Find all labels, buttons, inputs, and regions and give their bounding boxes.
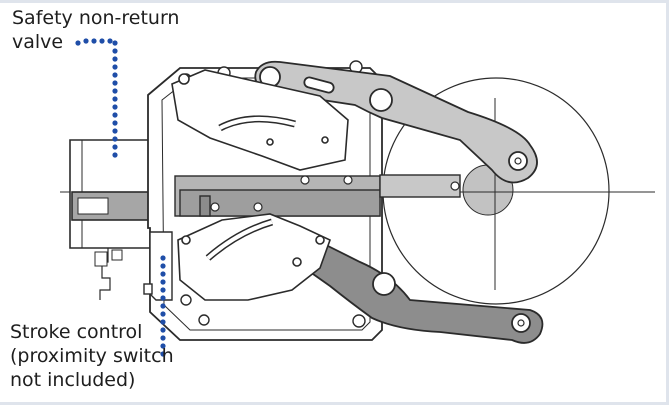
rod-pins bbox=[210, 175, 460, 212]
leader-line-valve bbox=[75, 38, 118, 158]
stroke-control-label-line-2: (proximity switch bbox=[10, 345, 174, 367]
stroke-control-label-line-1: Stroke control bbox=[10, 321, 143, 343]
safety-valve-label-line-1: Safety non-return bbox=[12, 7, 180, 29]
upper-jaw-arm bbox=[254, 60, 538, 184]
safety-valve-label: Safety non-return valve bbox=[12, 6, 179, 54]
stroke-control-label: Stroke control (proximity switch not inc… bbox=[10, 320, 174, 392]
safety-valve-label-line-2: valve bbox=[12, 31, 64, 53]
lower-lever-plate bbox=[177, 213, 331, 301]
stroke-control-label-line-3: not included) bbox=[10, 369, 136, 391]
leader-line-stroke-control bbox=[160, 255, 166, 357]
upper-lever-plate bbox=[171, 69, 349, 171]
